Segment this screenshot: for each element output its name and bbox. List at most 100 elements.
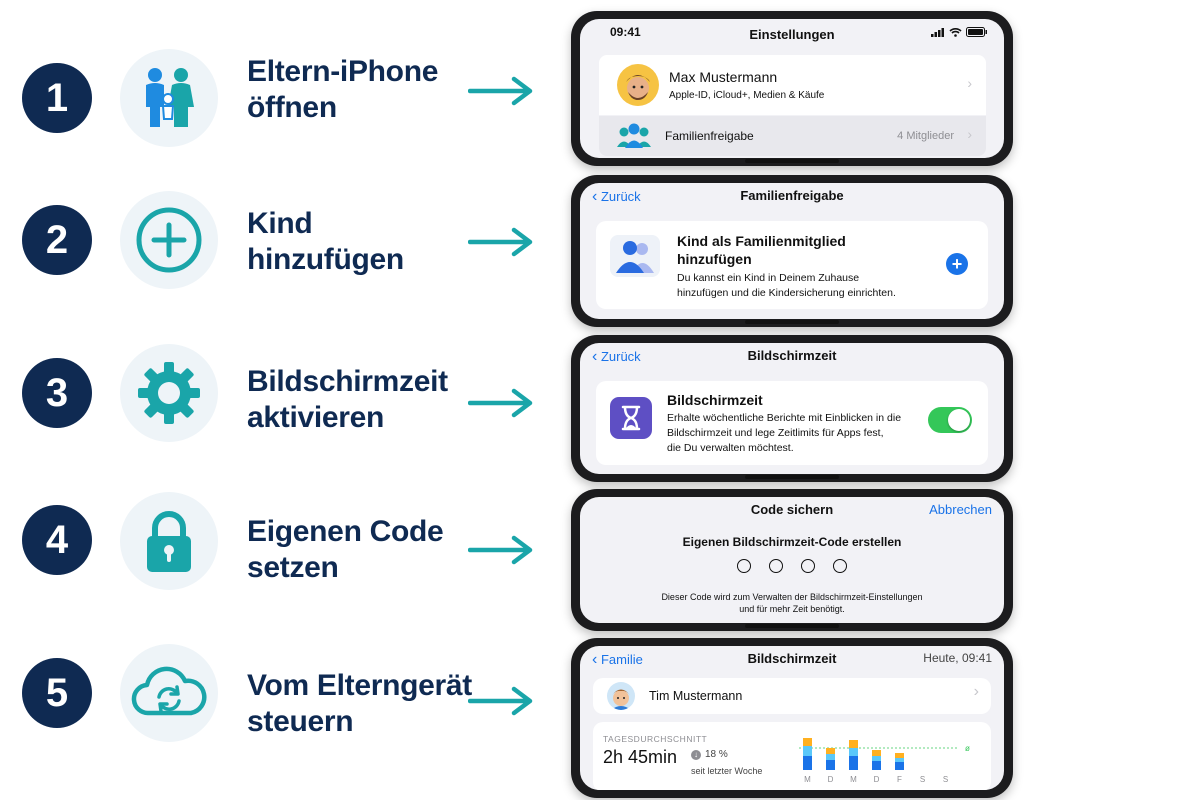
nav-bar: Code sichern Abbrechen [580, 502, 1004, 524]
step-1: 1 Eltern-iPhone öffnen [0, 12, 560, 162]
phone-screen: 09:41 Einstellungen Max Mustermann Apple… [580, 19, 1004, 158]
apple-id-row[interactable]: Max Mustermann Apple-ID, iCloud+, Medien… [599, 55, 986, 115]
bar-day-1 [803, 738, 812, 770]
back-button[interactable]: ‹ Zurück [592, 188, 641, 205]
status-icons [931, 27, 988, 37]
hourglass-icon [610, 397, 652, 439]
avatar [617, 64, 659, 106]
arrow-right-icon [468, 227, 533, 257]
arrow-right-icon [468, 686, 533, 716]
passcode-dots [580, 559, 1004, 573]
card-description: Erhalte wöchentliche Berichte mit Einbli… [667, 412, 902, 454]
phone-screen: Code sichern Abbrechen Eigenen Bildschir… [580, 497, 1004, 623]
phone-child-report: ‹ Familie Bildschirmzeit Heute, 09:41 Ti… [571, 638, 1013, 798]
bar-day-2 [826, 748, 835, 770]
day-label: S [920, 775, 925, 784]
lock-icon [120, 492, 218, 590]
passcode-dot [833, 559, 847, 573]
parents-with-child-icon [120, 49, 218, 147]
profile-subtitle: Apple-ID, iCloud+, Medien & Käufe [669, 90, 825, 101]
step-title: Eltern-iPhone öffnen [247, 55, 439, 124]
child-name: Tim Mustermann [649, 689, 743, 703]
passcode-note: Dieser Code wird zum Verwalten der Bilds… [661, 592, 923, 614]
wifi-icon [949, 28, 962, 37]
people-icon [610, 235, 660, 277]
passcode-heading: Eigenen Bildschirmzeit-Code erstellen [682, 535, 902, 549]
arrow-right-icon [468, 388, 533, 418]
family-label: Familienfreigabe [665, 129, 754, 143]
back-button[interactable]: ‹ Familie [592, 651, 643, 668]
screen-time-toggle[interactable] [928, 407, 972, 433]
bar-day-4 [872, 750, 881, 770]
cancel-button[interactable]: Abbrechen [929, 502, 992, 517]
average-label: TAGESDURCHSCHNITT [603, 734, 708, 744]
step-number: 1 [22, 63, 92, 133]
family-icon [615, 121, 653, 151]
phone-screen: ‹ Familie Bildschirmzeit Heute, 09:41 Ti… [580, 646, 1004, 790]
add-child-card[interactable]: Kind als Familienmitglied hinzufügen Du … [596, 221, 988, 309]
day-label: M [804, 775, 811, 784]
day-label: S [943, 775, 948, 784]
card-title: Bildschirmzeit [667, 392, 763, 408]
member-count: 4 Mitglieder [897, 130, 954, 142]
cloud-sync-icon [120, 644, 218, 742]
step-5: 5 Vom Elterngerät steuern [0, 630, 560, 780]
phone-family-sharing: ‹ Zurück Familienfreigabe Kind als Famil… [571, 175, 1013, 327]
family-sharing-row[interactable]: Familienfreigabe 4 Mitglieder › [599, 116, 986, 156]
child-row[interactable]: Tim Mustermann › [593, 678, 991, 714]
usage-bar-chart: ø M D M D F S S [799, 738, 970, 784]
profile-name: Max Mustermann [669, 69, 778, 85]
average-marker: ø [965, 744, 970, 753]
plus-icon: + [951, 253, 963, 274]
back-button[interactable]: ‹ Zurück [592, 348, 641, 365]
chevron-left-icon: ‹ [592, 651, 598, 668]
phone-screen: ‹ Zurück Familienfreigabe Kind als Famil… [580, 183, 1004, 319]
phone-settings: 09:41 Einstellungen Max Mustermann Apple… [571, 11, 1013, 166]
phone-screen: ‹ Zurück Bildschirmzeit Bildschirmzeit E… [580, 343, 1004, 474]
chevron-left-icon: ‹ [592, 188, 598, 205]
battery-icon [966, 27, 987, 37]
nav-title: Bildschirmzeit [747, 348, 837, 363]
home-indicator [745, 624, 839, 628]
add-child-button[interactable]: + [946, 253, 968, 275]
day-label: D [874, 775, 880, 784]
chevron-right-icon: › [973, 683, 979, 700]
home-indicator [745, 159, 839, 163]
change-indicator: ↓ 18 % [691, 749, 728, 760]
step-title: Kind hinzufügen [247, 207, 404, 276]
change-subtitle: seit letzter Woche [691, 766, 763, 776]
average-value: 2h 45min [603, 747, 678, 767]
nav-title: Bildschirmzeit [747, 651, 837, 666]
nav-bar: ‹ Zurück Bildschirmzeit [580, 348, 1004, 370]
passcode-dot [769, 559, 783, 573]
step-title: Vom Elterngerät steuern [247, 669, 472, 738]
day-labels: M D M D F S S [804, 775, 948, 784]
arrow-down-icon: ↓ [691, 749, 701, 760]
home-indicator [745, 475, 839, 479]
chevron-right-icon: › [967, 75, 972, 91]
step-3: 3 Bildschirmzeit aktivieren [0, 320, 560, 470]
passcode-dot [737, 559, 751, 573]
nav-title: Einstellungen [749, 27, 835, 42]
day-label: F [897, 775, 902, 784]
passcode-dot [801, 559, 815, 573]
day-label: M [850, 775, 857, 784]
nav-title: Familienfreigabe [740, 188, 844, 203]
card-title: Kind als Familienmitglied hinzufügen [677, 233, 846, 267]
gear-icon [120, 344, 218, 442]
status-time: 09:41 [610, 25, 641, 39]
plus-circle-icon [120, 191, 218, 289]
screen-time-card: Bildschirmzeit Erhalte wöchentliche Beri… [596, 381, 988, 465]
step-number: 4 [22, 505, 92, 575]
step-title: Bildschirmzeit aktivieren [247, 365, 448, 434]
usage-card: TAGESDURCHSCHNITT 2h 45min ↓ 18 % seit l… [593, 722, 991, 790]
chevron-right-icon: › [967, 126, 972, 142]
toggle-knob [948, 409, 970, 431]
step-2: 2 Kind hinzufügen [0, 167, 560, 317]
step-number: 2 [22, 205, 92, 275]
phone-screen-time: ‹ Zurück Bildschirmzeit Bildschirmzeit E… [571, 335, 1013, 482]
step-number: 5 [22, 658, 92, 728]
card-description: Du kannst ein Kind in Deinem Zuhause hin… [677, 272, 896, 299]
step-title: Eigenen Code setzen [247, 515, 444, 584]
report-date: Heute, 09:41 [923, 651, 992, 665]
